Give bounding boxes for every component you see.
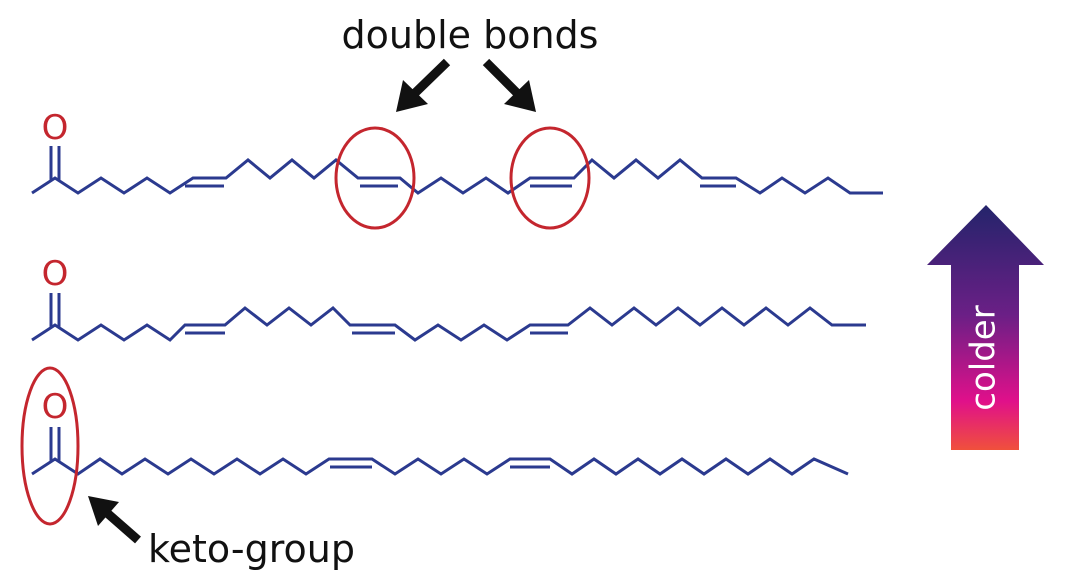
- keto-group-label: keto-group: [148, 527, 355, 571]
- colder-label: colder: [964, 305, 1004, 410]
- molecule-middle: O: [31, 254, 866, 342]
- oxygen-atom: O: [42, 108, 69, 148]
- carbon-chain: [31, 457, 849, 476]
- oxygen-atom: O: [42, 387, 69, 427]
- arrow-to-keto-group: [88, 496, 141, 544]
- keto-group-highlight-ring: [20, 366, 80, 526]
- carbon-chain: [31, 157, 883, 195]
- double-bonds-label: double bonds: [342, 13, 599, 57]
- molecule-bottom: O: [31, 387, 849, 476]
- arrow-to-second-double-bond: [482, 58, 536, 112]
- colder-arrow: colder: [927, 205, 1044, 450]
- oxygen-atom: O: [42, 254, 69, 294]
- carbon-chain: [31, 306, 866, 342]
- double-bond-highlight-ring: [509, 126, 591, 230]
- arrow-to-first-double-bond: [396, 58, 451, 112]
- molecule-top: O: [31, 108, 883, 195]
- double-bond-highlight-ring: [334, 126, 416, 230]
